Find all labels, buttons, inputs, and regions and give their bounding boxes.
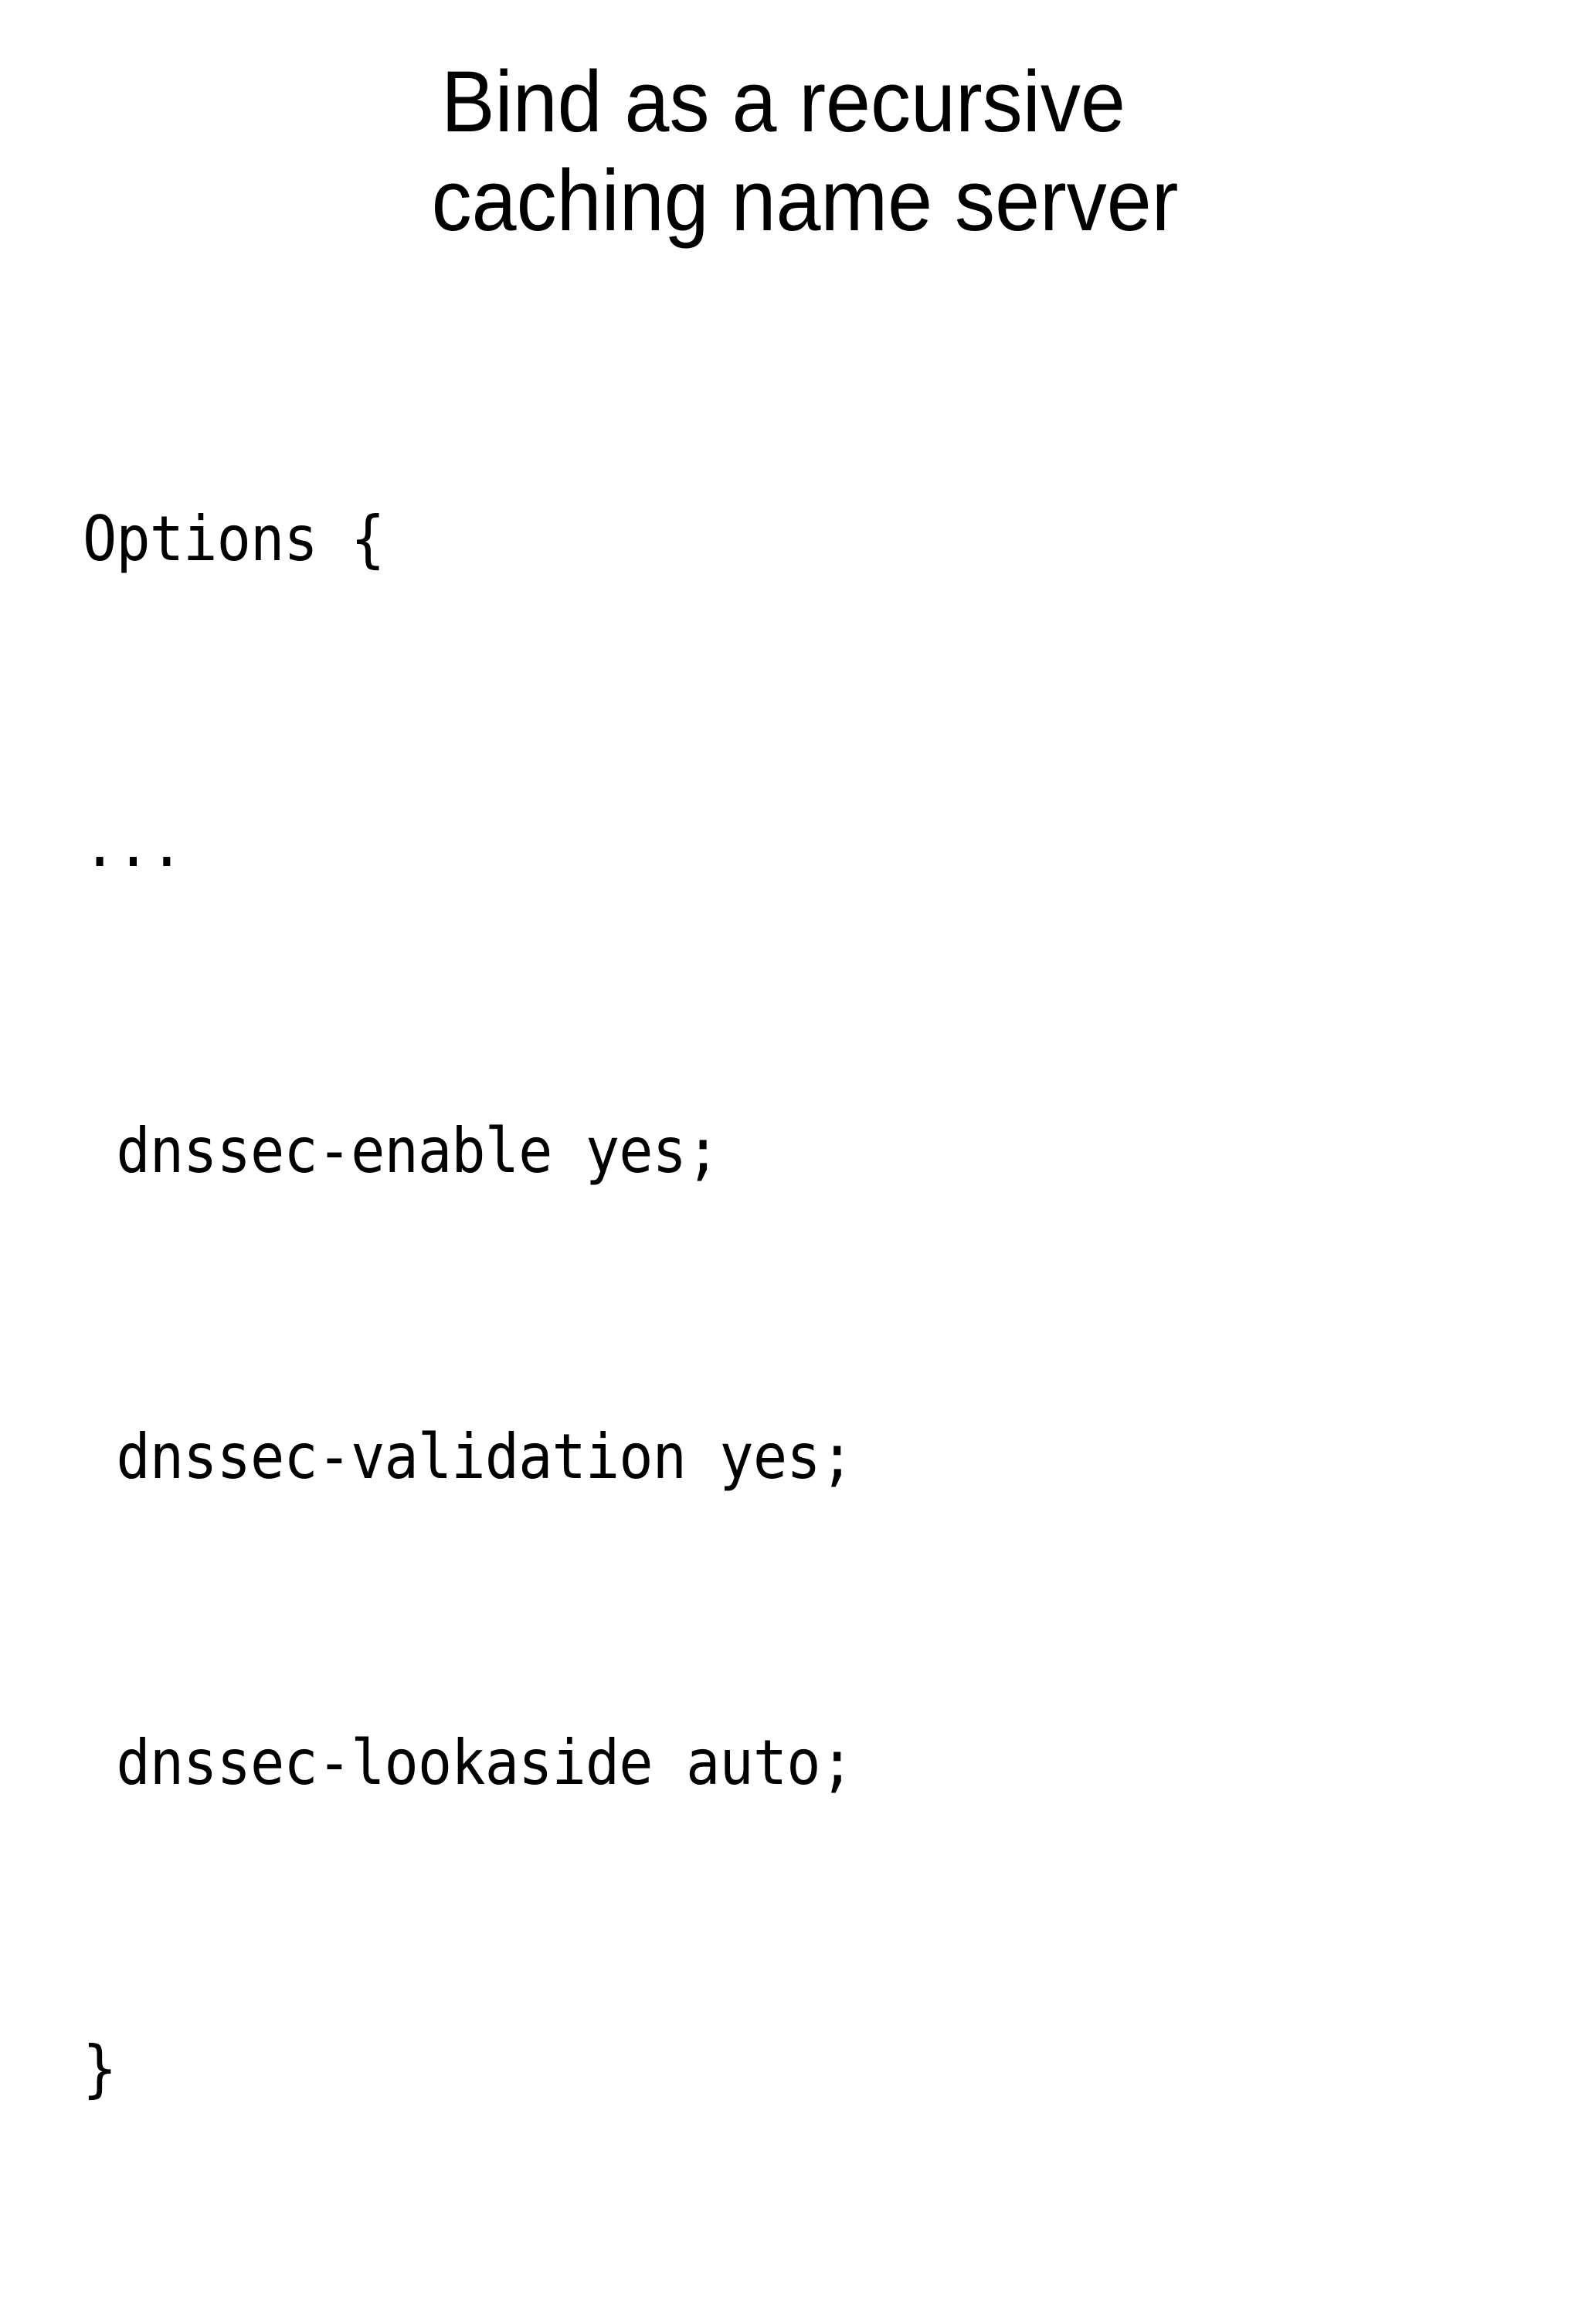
slide-title: Bind as a recursive caching name server bbox=[0, 53, 1582, 250]
title-line-1: Bind as a recursive bbox=[441, 53, 1125, 150]
code-line-ellipsis: ... bbox=[83, 809, 184, 881]
slide: Bind as a recursive caching name server … bbox=[0, 53, 1582, 2105]
code-line-dnssec-lookaside: dnssec-lookaside auto; bbox=[83, 1727, 854, 1799]
code-line-dnssec-enable: dnssec-enable yes; bbox=[83, 1115, 720, 1187]
code-line-dnssec-validation: dnssec-validation yes; bbox=[83, 1421, 854, 1493]
code-line-close-brace: } bbox=[83, 2033, 117, 2105]
title-line-2: caching name server bbox=[431, 152, 1179, 249]
code-block: Options { ... dnssec-enable yes; dnssec-… bbox=[83, 284, 921, 2324]
code-line-options-open: Options { bbox=[83, 503, 385, 575]
